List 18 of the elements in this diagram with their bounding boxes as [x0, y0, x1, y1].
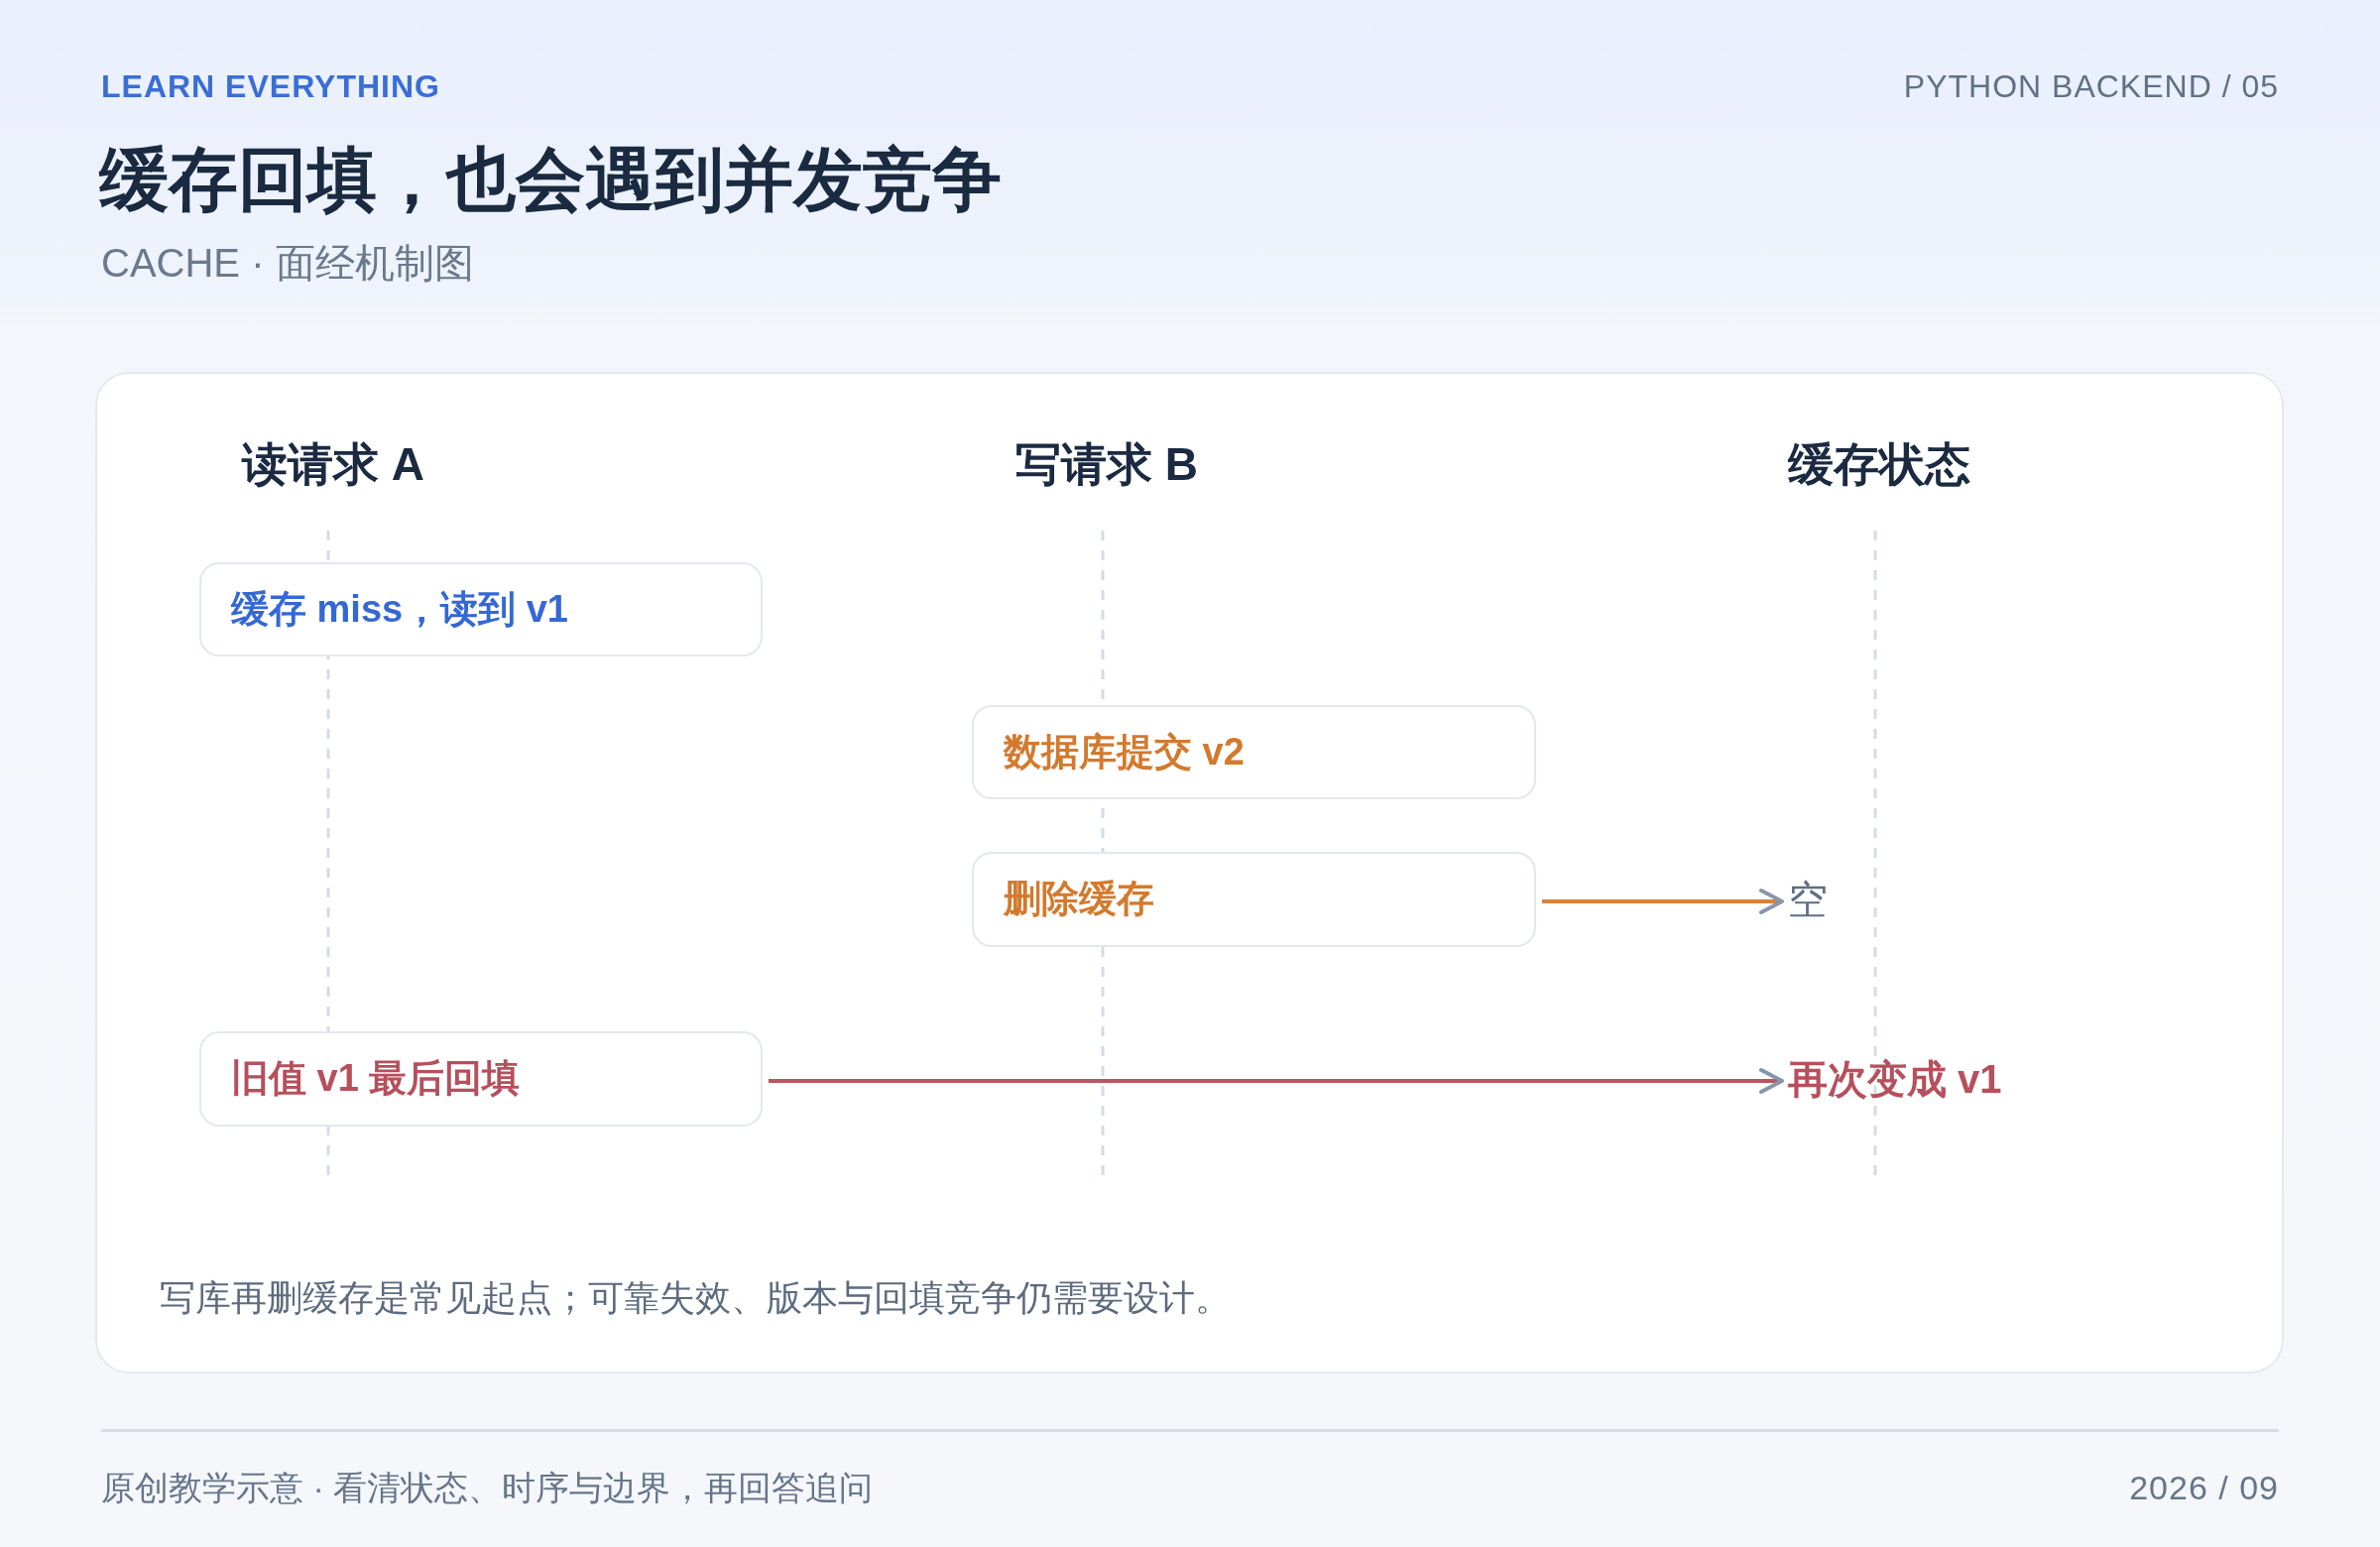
step-box: 数据库提交 v2	[972, 705, 1536, 799]
footer-text: 原创教学示意 · 看清状态、时序与边界，再回答追问	[101, 1468, 874, 1508]
subtitle: CACHE · 面经机制图	[101, 240, 474, 287]
step-box: 缓存 miss，读到 v1	[199, 562, 763, 656]
lifeline-heading: 缓存状态	[1788, 437, 1970, 492]
step-box: 删除缓存	[972, 852, 1536, 947]
state-text: 再次变成 v1	[1788, 1055, 2002, 1103]
arrow	[1542, 889, 1784, 914]
page-date: 2026 / 09	[2129, 1468, 2279, 1508]
lifeline-heading: 写请求 B	[1015, 437, 1198, 492]
step-box: 旧值 v1 最后回填	[199, 1031, 763, 1127]
series-label: PYTHON BACKEND / 05	[1903, 67, 2279, 106]
state-text: 空	[1788, 876, 1828, 923]
kicker-text: LEARN EVERYTHING	[101, 67, 440, 106]
page-title: 缓存回填，也会遇到并发竞争	[99, 140, 1002, 220]
note-text: 写库再删缓存是常见起点；可靠失效、版本与回填竞争仍需要设计。	[160, 1276, 1231, 1320]
lifeline-heading: 读请求 A	[242, 437, 424, 492]
arrow	[769, 1068, 1784, 1094]
